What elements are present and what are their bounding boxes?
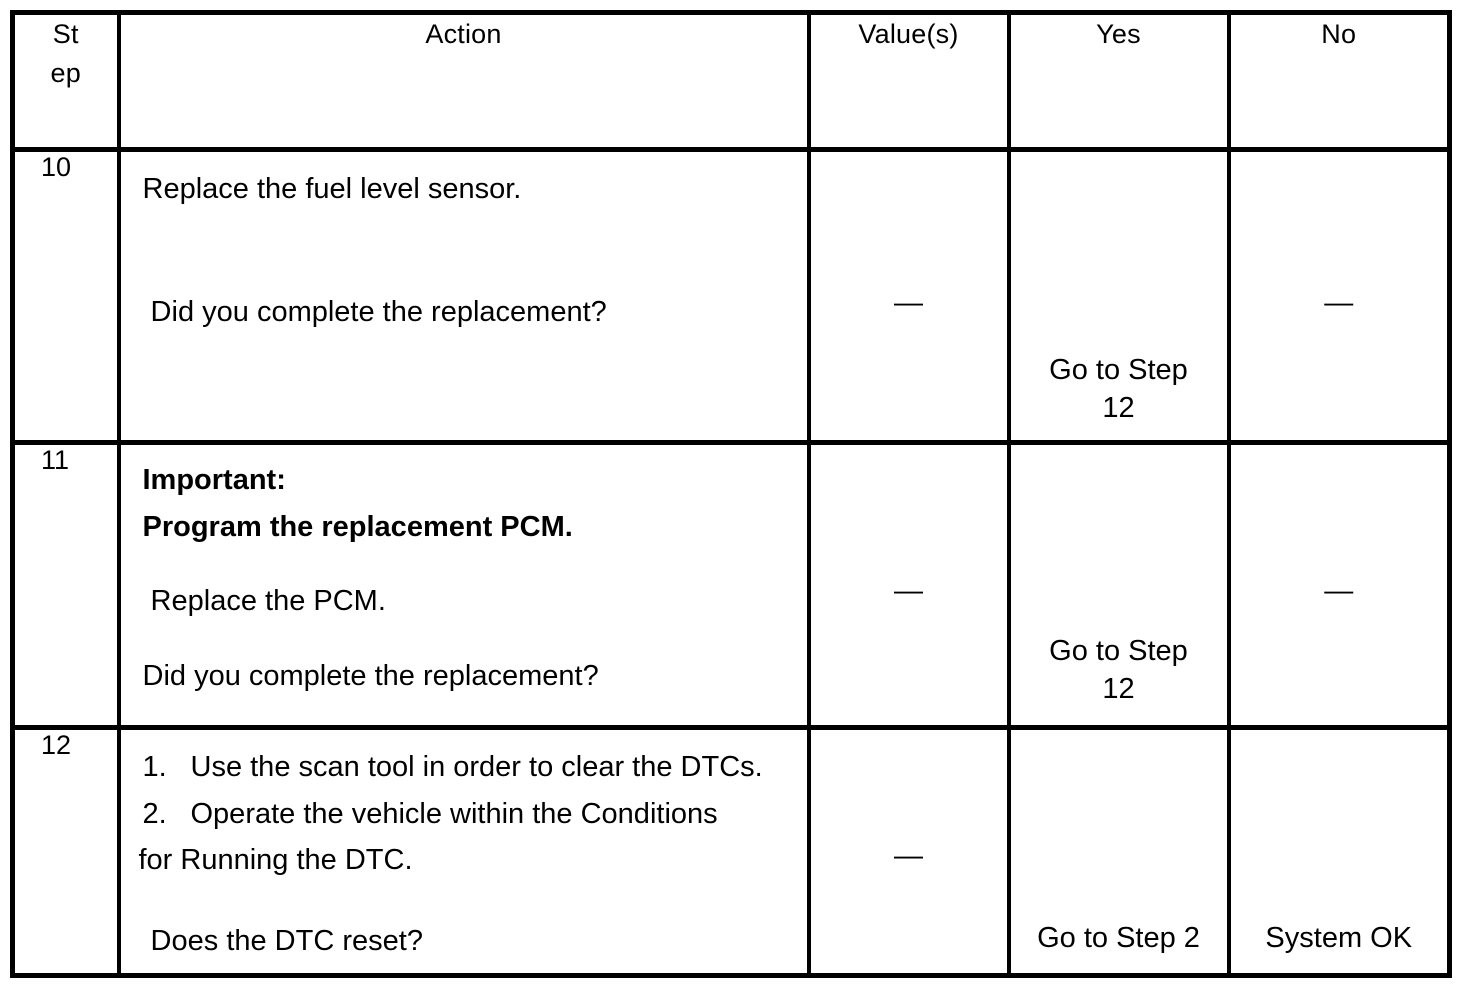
column-header-step-line2: ep <box>50 58 81 89</box>
column-header-no-label: No <box>1321 19 1357 49</box>
column-header-values-label: Value(s) <box>858 19 959 49</box>
no-cell-10: — <box>1226 149 1450 443</box>
value-dash-11: — <box>894 574 923 607</box>
column-header-yes-label: Yes <box>1096 19 1141 49</box>
column-header-action-label: Action <box>425 19 502 49</box>
table-row-step-10: 10 Replace the fuel level sensor. Did yo… <box>12 149 1450 443</box>
action-spacer <box>143 876 797 926</box>
yes-text-10-line2: 12 <box>1102 391 1135 424</box>
action-list-item-2: 2. Operate the vehicle within the Conditi… <box>142 797 797 830</box>
action-list-item-1: 1. Use the scan tool in order to clear th… <box>142 750 797 783</box>
no-text-12: System OK <box>1265 921 1413 954</box>
action-text-11-line1: Replace the PCM. <box>142 585 386 618</box>
step-number-cell-10: 10 <box>12 149 121 443</box>
action-text-10-line1: Replace the fuel level sensor. <box>142 173 522 205</box>
value-dash-12: — <box>894 839 923 872</box>
value-cell-11: — <box>806 442 1011 728</box>
action-spacer <box>143 829 797 845</box>
action-spacer <box>143 617 797 661</box>
yes-text-10-line1: Go to Step <box>1049 354 1188 386</box>
action-spacer <box>143 205 797 297</box>
step-number-cell-11: 11 <box>12 442 121 728</box>
column-header-step: St ep <box>12 12 121 150</box>
yes-text-11-line2: 12 <box>1102 672 1135 705</box>
no-dash-10: — <box>1324 287 1354 319</box>
action-continuation-12: for Running the DTC. <box>138 844 413 877</box>
action-cell-10: Replace the fuel level sensor. Did you c… <box>116 149 811 443</box>
action-question-12: Does the DTC reset? <box>142 924 423 957</box>
step-number-12: 12 <box>41 729 72 760</box>
action-list-text-2: Operate the vehicle within the Condition… <box>190 797 718 830</box>
yes-cell-11: Go to Step 12 <box>1006 442 1231 728</box>
value-dash-10: — <box>894 287 923 319</box>
table-header-row: St ep Action Value(s) Yes No <box>12 12 1450 150</box>
action-list-number-1: 1. <box>142 750 167 783</box>
step-number-10: 10 <box>41 152 72 182</box>
column-header-action: Action <box>116 12 811 150</box>
no-cell-11: — <box>1226 442 1450 728</box>
table-row-step-11: 11 Important: Program the replacement PC… <box>12 442 1450 728</box>
yes-text-11-line1: Go to Step <box>1049 634 1188 667</box>
action-cell-12: 1. Use the scan tool in order to clear th… <box>116 727 811 976</box>
action-list-text-1: Use the scan tool in order to clear the … <box>190 750 763 783</box>
column-header-yes: Yes <box>1006 12 1231 150</box>
action-cell-11: Important: Program the replacement PCM. … <box>116 442 811 728</box>
action-spacer <box>143 496 797 512</box>
no-dash-11: — <box>1324 574 1354 607</box>
table-row-step-12: 12 1. Use the scan tool in order to clear… <box>12 727 1450 976</box>
value-cell-10: — <box>806 149 1011 443</box>
step-number-11: 11 <box>41 444 70 475</box>
yes-cell-10: Go to Step 12 <box>1006 149 1231 443</box>
action-question-10: Did you complete the replacement? <box>142 295 607 328</box>
action-spacer <box>143 783 797 799</box>
diagnostic-procedure-table: St ep Action Value(s) Yes No 10 <box>10 10 1452 978</box>
no-cell-12: System OK <box>1226 727 1450 976</box>
column-header-step-line1: St <box>52 19 79 49</box>
yes-text-12: Go to Step 2 <box>1037 921 1200 954</box>
action-question-11: Did you complete the replacement? <box>142 660 599 693</box>
action-important-text-11: Program the replacement PCM. <box>142 510 573 543</box>
action-spacer <box>143 542 797 586</box>
yes-cell-12: Go to Step 2 <box>1006 727 1231 976</box>
action-list-number-2: 2. <box>142 797 167 830</box>
value-cell-12: — <box>806 727 1011 976</box>
step-number-cell-12: 12 <box>12 727 121 976</box>
column-header-no: No <box>1226 12 1450 150</box>
column-header-values: Value(s) <box>806 12 1011 150</box>
action-important-label-11: Important: <box>142 463 286 496</box>
